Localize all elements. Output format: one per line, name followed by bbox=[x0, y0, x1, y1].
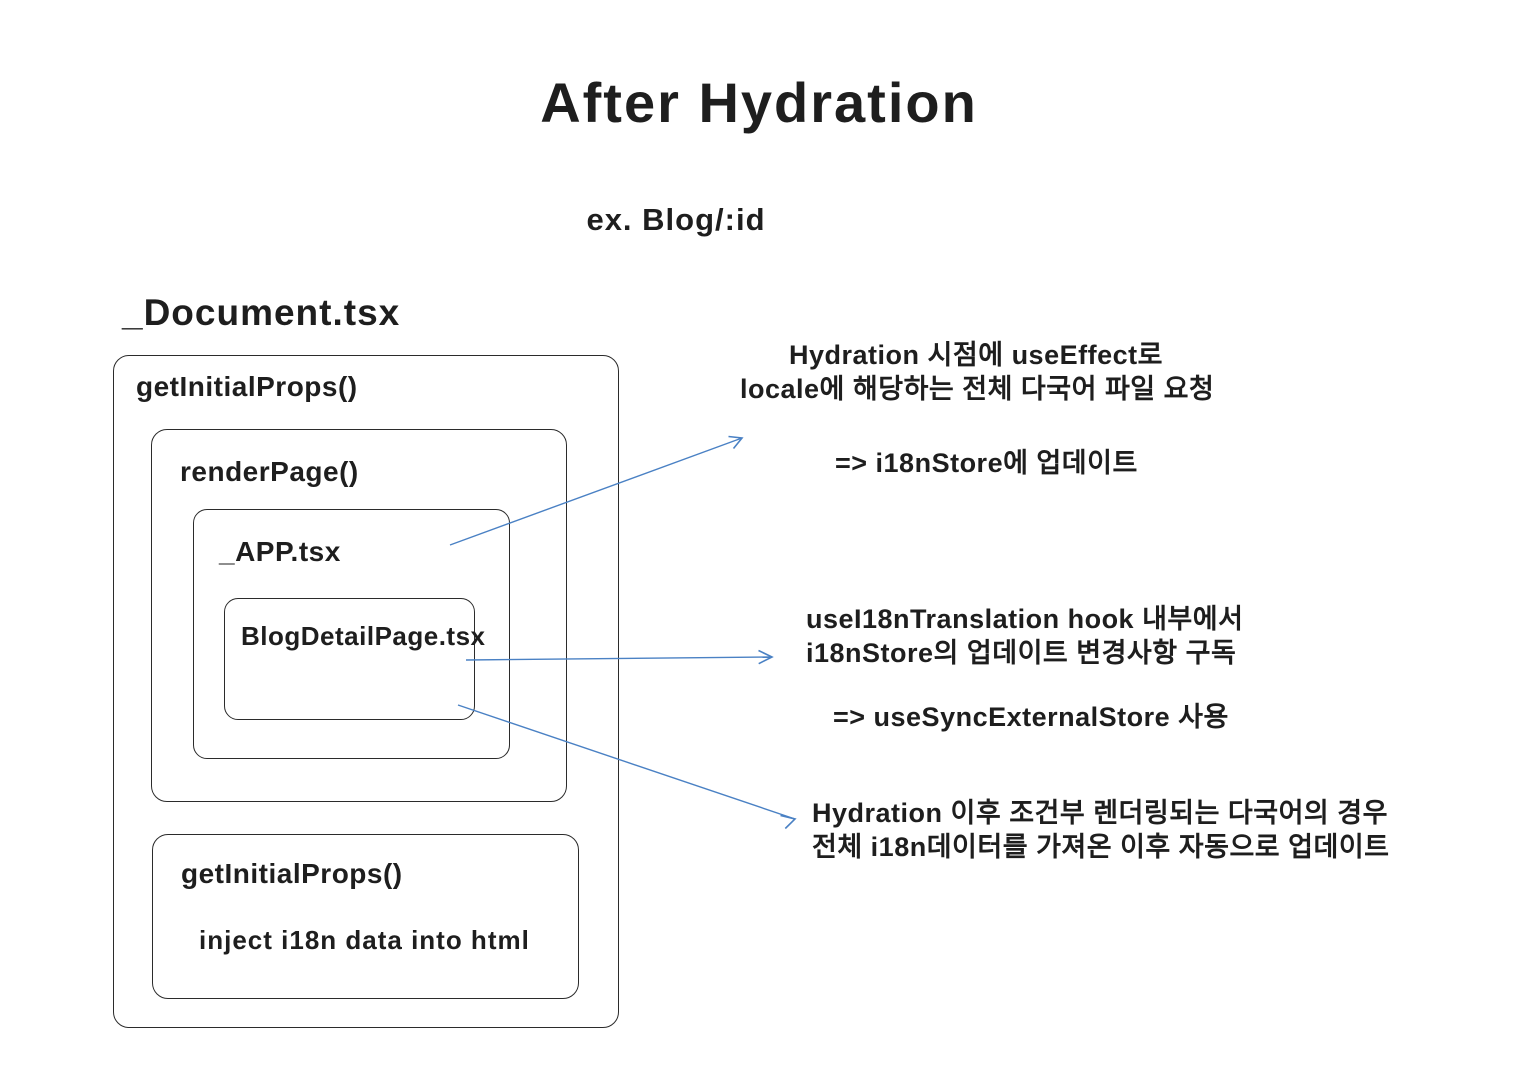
document-tsx-heading: _Document.tsx bbox=[122, 292, 401, 333]
annotation-line: 전체 i18n데이터를 가져온 이후 자동으로 업데이트 bbox=[812, 832, 1390, 862]
annotation-usesyncexternalstore: => useSyncExternalStore 사용 bbox=[833, 702, 1229, 732]
annotation-line: i18nStore의 업데이트 변경사항 구독 bbox=[806, 638, 1237, 668]
get-initial-props-box: getInitialProps() inject i18n data into … bbox=[152, 834, 579, 999]
app-tsx-box: _APP.tsx bbox=[193, 509, 510, 759]
document-box: getInitialProps() bbox=[113, 355, 619, 1028]
get-initial-props-box-label: getInitialProps() bbox=[181, 858, 403, 889]
app-tsx-box-label: _APP.tsx bbox=[219, 536, 341, 567]
document-box-label: getInitialProps() bbox=[136, 371, 358, 402]
blog-detail-page-box-label: BlogDetailPage.tsx bbox=[241, 621, 486, 651]
annotation-conditional-rendering: Hydration 이후 조건부 렌더링되는 다국어의 경우 전체 i18n데이… bbox=[812, 796, 1390, 864]
page-subtitle: ex. Blog/:id bbox=[586, 202, 766, 237]
annotation-line: Hydration 시점에 useEffect로 bbox=[789, 340, 1163, 370]
annotation-hydration-useeffect: Hydration 시점에 useEffect로 locale에 해당하는 전체… bbox=[740, 338, 1215, 406]
annotation-line: useI18nTranslation hook 내부에서 bbox=[806, 604, 1244, 634]
render-page-box-label: renderPage() bbox=[180, 456, 359, 487]
annotation-line: Hydration 이후 조건부 렌더링되는 다국어의 경우 bbox=[812, 798, 1388, 828]
render-page-box: renderPage() bbox=[151, 429, 567, 802]
annotation-i18nstore-update: => i18nStore에 업데이트 bbox=[835, 448, 1138, 478]
annotation-usei18ntranslation-hook: useI18nTranslation hook 내부에서 i18nStore의 … bbox=[806, 602, 1244, 670]
annotation-line: locale에 해당하는 전체 다국어 파일 요청 bbox=[740, 374, 1215, 404]
page-title: After Hydration bbox=[540, 71, 978, 134]
blog-detail-page-box: BlogDetailPage.tsx bbox=[224, 598, 485, 720]
inject-i18n-note: inject i18n data into html bbox=[199, 925, 530, 955]
